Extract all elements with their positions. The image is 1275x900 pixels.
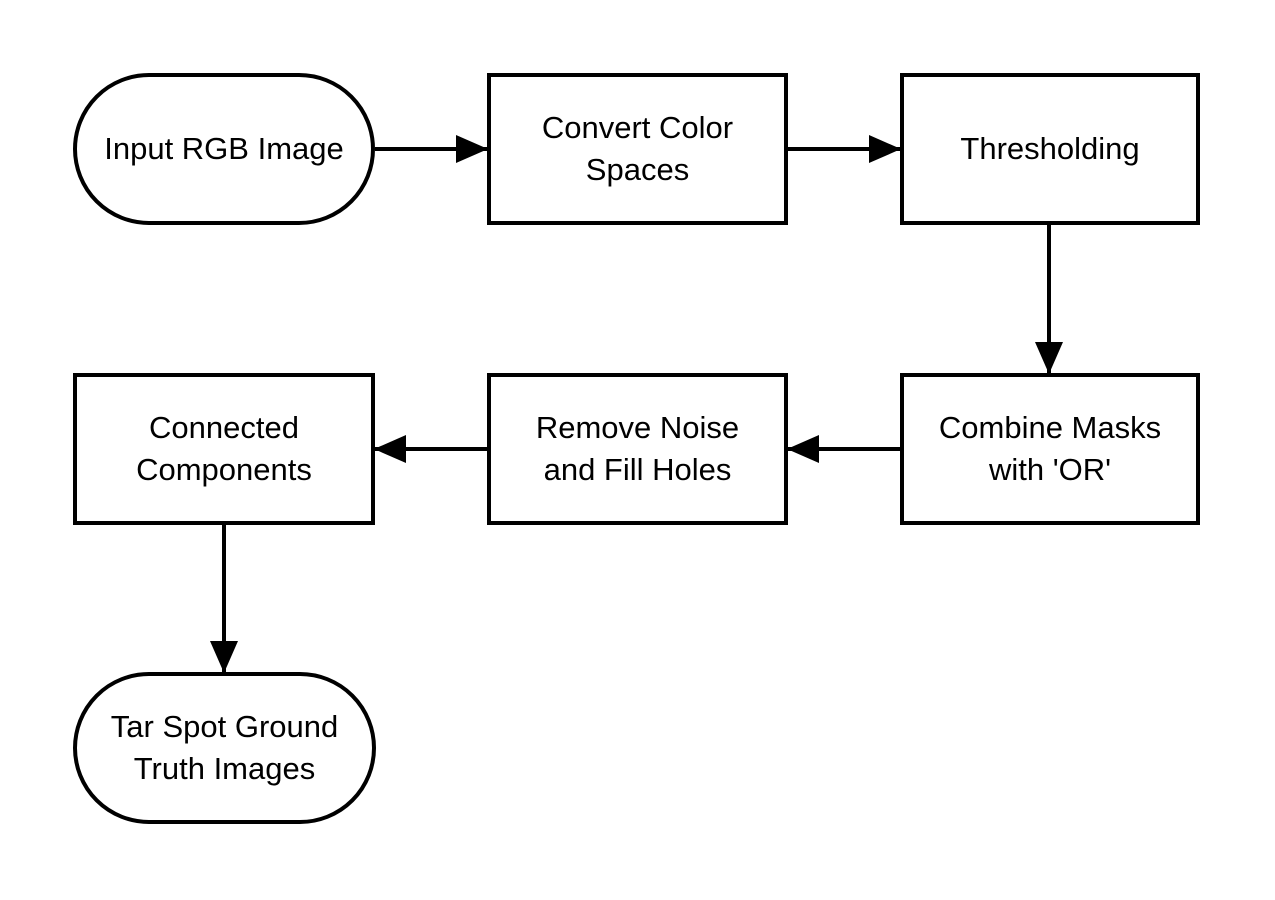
node-label: Thresholding — [960, 131, 1140, 166]
node-label: Input RGB Image — [104, 131, 344, 166]
node-combine-masks: Combine Masks with 'OR' — [900, 373, 1200, 525]
node-connected-components: Connected Components — [73, 373, 375, 525]
node-remove-noise-fill-holes: Remove Noise and Fill Holes — [487, 373, 788, 525]
node-label: Combine Masks with 'OR' — [938, 410, 1162, 487]
node-label: Remove Noise and Fill Holes — [535, 410, 740, 487]
node-label: Tar Spot Ground Truth Images — [110, 709, 339, 786]
node-convert-color-spaces: Convert Color Spaces — [487, 73, 788, 225]
node-label: Connected Components — [136, 410, 312, 487]
node-label: Convert Color Spaces — [541, 110, 734, 187]
node-tar-spot-ground-truth: Tar Spot Ground Truth Images — [73, 672, 376, 824]
node-thresholding: Thresholding — [900, 73, 1200, 225]
node-input-rgb-image: Input RGB Image — [73, 73, 375, 225]
